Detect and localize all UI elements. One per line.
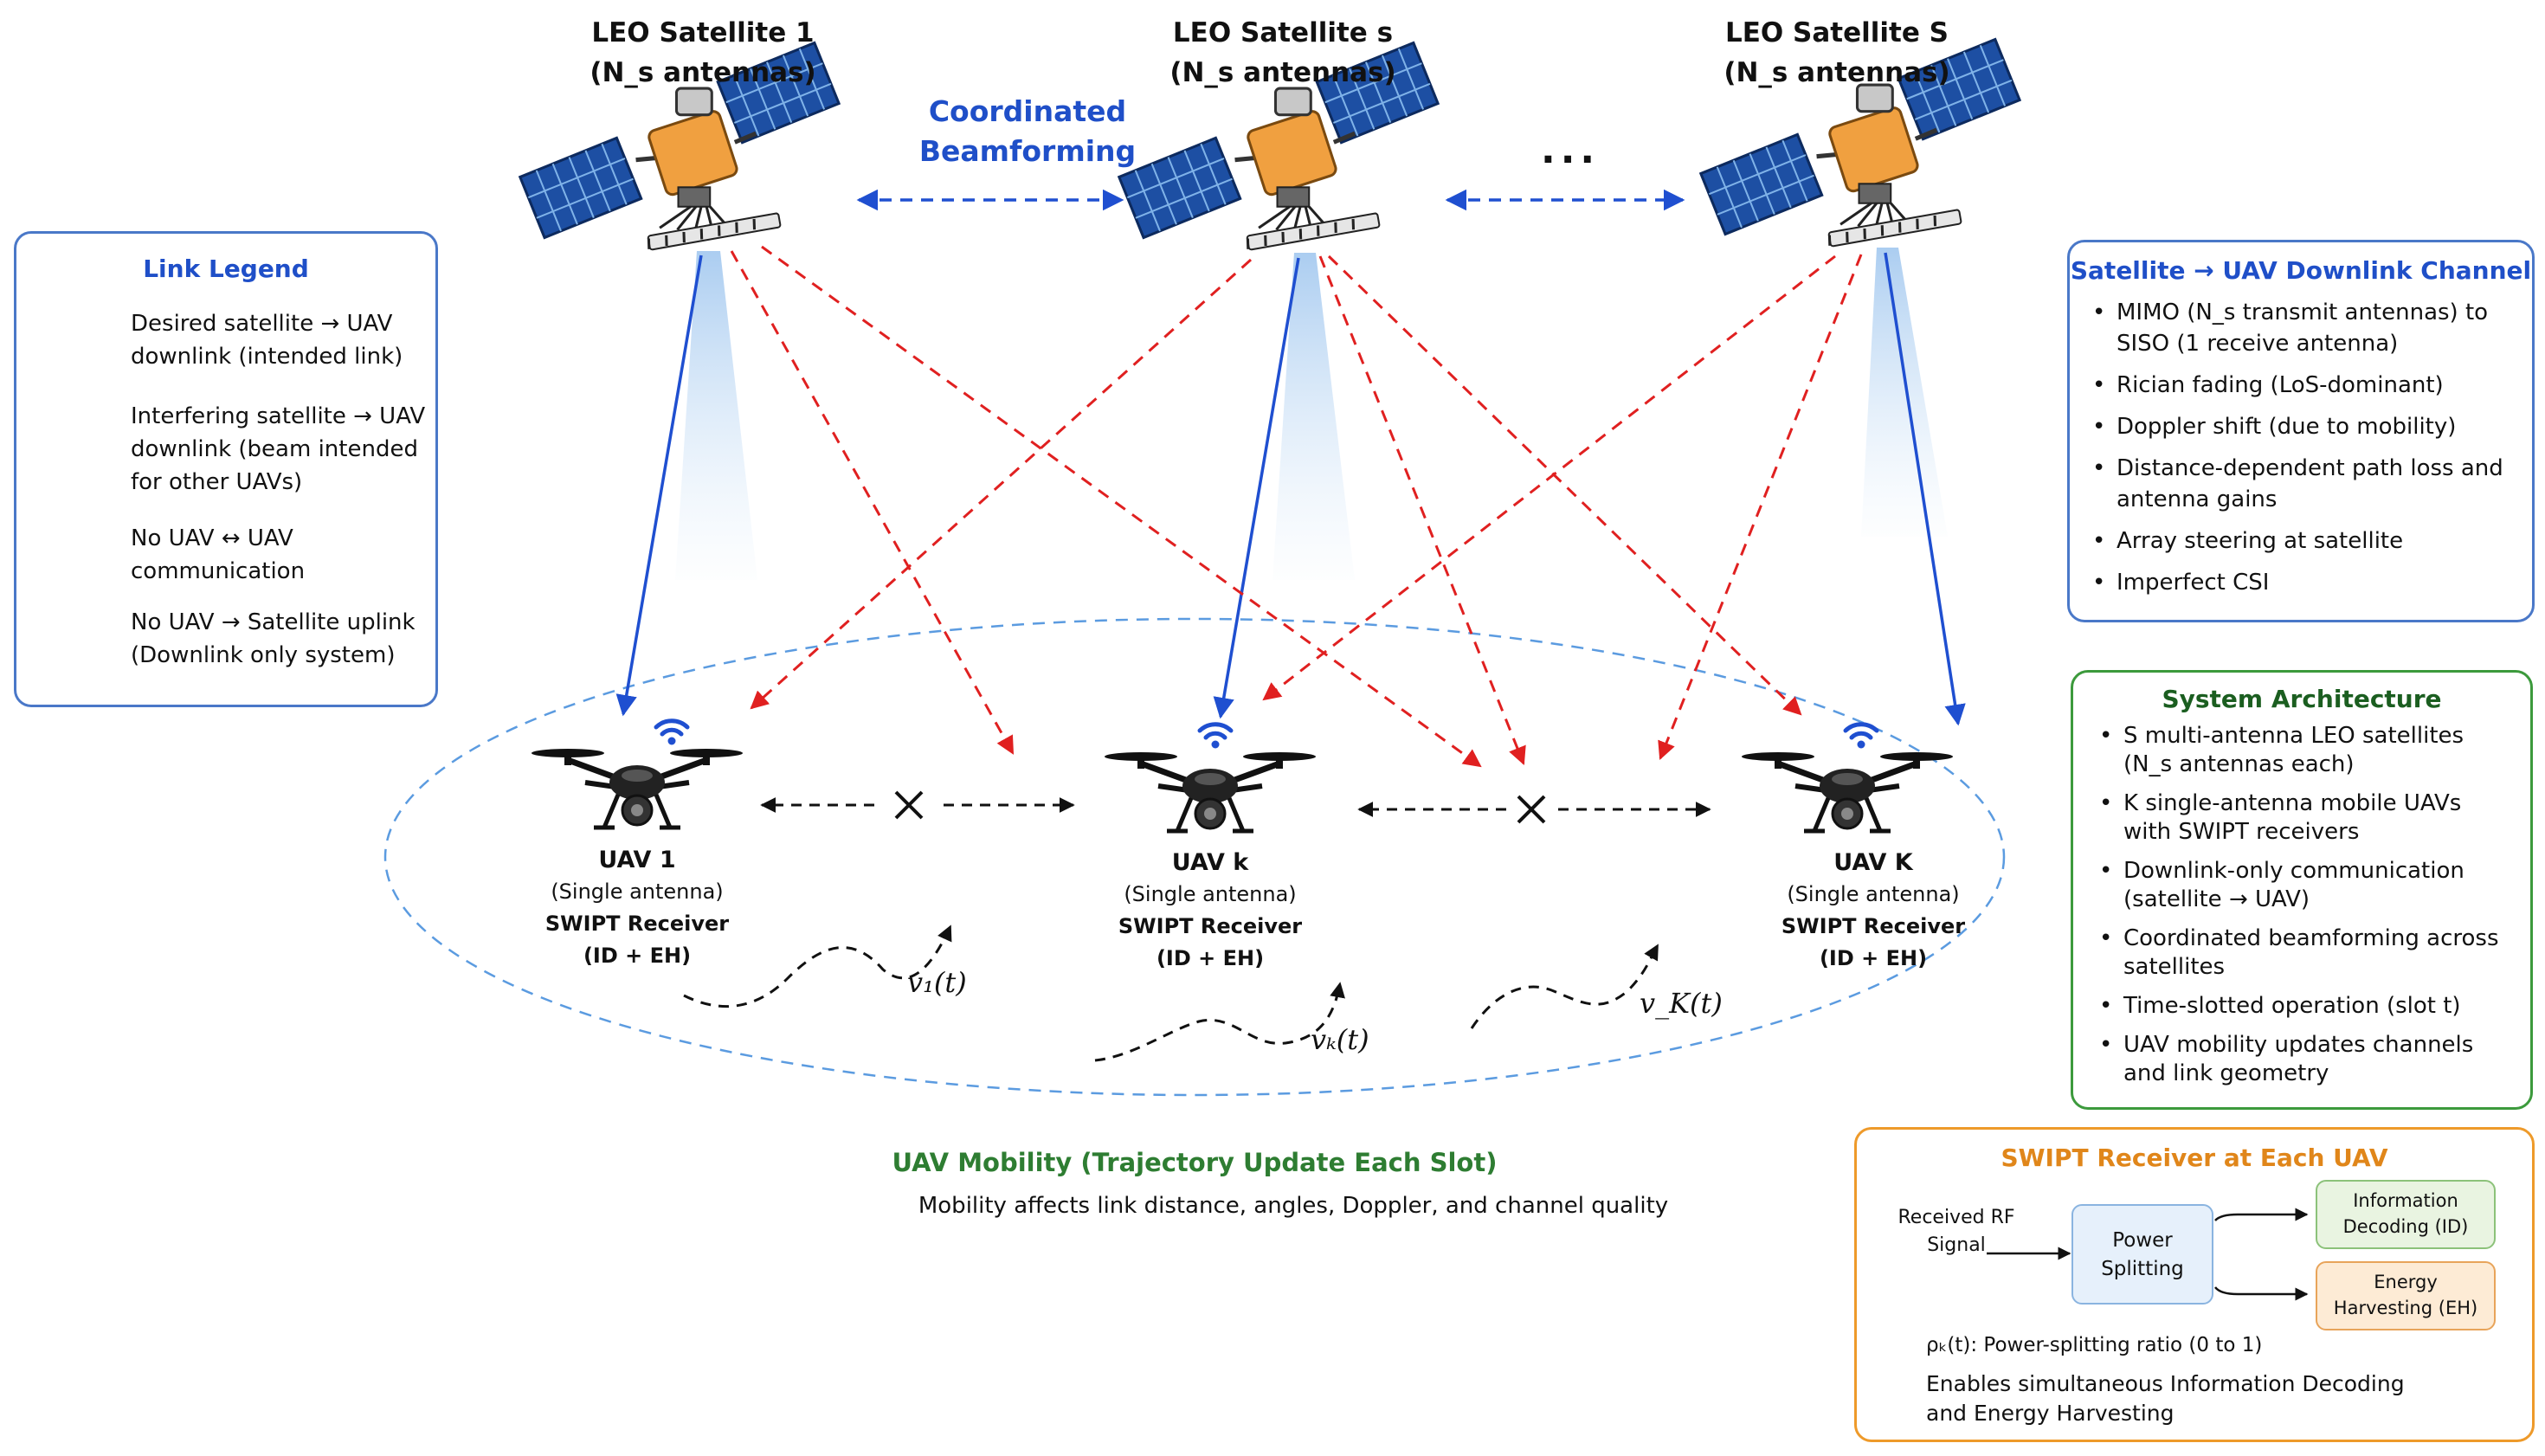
- swipt-flow-arrows: [1987, 1208, 2309, 1301]
- satellite-s-antennas: (N_s antennas): [1169, 57, 1396, 88]
- swipt-note-line1: Enables simultaneous Information Decodin…: [1926, 1371, 2405, 1396]
- beam-cone-1: [675, 251, 757, 580]
- legend-title: Link Legend: [143, 254, 309, 283]
- satellite-S-title: LEO Satellite S (N_s antennas): [1664, 13, 2010, 93]
- satellite-s-name: LEO Satellite s: [1172, 17, 1394, 48]
- channel-item: Imperfect CSI: [2092, 567, 2516, 598]
- coordinated-line1: Coordinated: [928, 94, 1127, 128]
- satellite-s-title: LEO Satellite s (N_s antennas): [1110, 13, 1456, 93]
- uav-1-modes: (ID + EH): [583, 944, 692, 968]
- wifi-icon: [1846, 725, 1877, 749]
- architecture-title: System Architecture: [2162, 685, 2442, 713]
- architecture-item: Coordinated beamforming across satellite…: [2099, 924, 2515, 982]
- swipt-title: SWIPT Receiver at Each UAV: [2001, 1144, 2388, 1172]
- uav-k-label: UAV k (Single antenna) SWIPT Receiver (I…: [1072, 847, 1349, 975]
- uav-k-antenna: (Single antenna): [1124, 882, 1297, 906]
- id-line1: Information: [2353, 1190, 2458, 1211]
- channel-panel: Satellite → UAV Downlink Channel MIMO (N…: [2067, 240, 2535, 622]
- no-uav-link-1: [760, 790, 1075, 820]
- power-splitting-ratio: ρₖ(t): Power-splitting ratio (0 to 1): [1926, 1334, 2263, 1356]
- architecture-panel: System Architecture S multi-antenna LEO …: [2071, 670, 2533, 1110]
- uav-K-modes: (ID + EH): [1819, 946, 1928, 970]
- drone-icon: [532, 749, 743, 828]
- architecture-item: UAV mobility updates channels and link g…: [2099, 1031, 2515, 1088]
- channel-item: Doppler shift (due to mobility): [2092, 411, 2516, 442]
- trajectory-K: [1470, 944, 1659, 1029]
- channel-panel-title: Satellite → UAV Downlink Channel: [2070, 256, 2532, 285]
- uav-K-antenna: (Single antenna): [1787, 882, 1960, 906]
- swipt-input-line1: Received RF: [1897, 1207, 2015, 1228]
- legend-item-no-uplink: No UAV → Satellite uplink (Downlink only…: [131, 609, 416, 668]
- architecture-item: Time-slotted operation (slot t): [2099, 992, 2515, 1021]
- architecture-item: K single-antenna mobile UAVs with SWIPT …: [2099, 789, 2515, 847]
- coordinated-line2: Beamforming: [918, 134, 1137, 168]
- uav-k-name: UAV k: [1171, 849, 1249, 876]
- drone-icon: [1105, 752, 1316, 831]
- information-decoding-box: Information Decoding (ID): [2316, 1180, 2496, 1249]
- eh-line2: Harvesting (EH): [2333, 1298, 2478, 1318]
- desired-link-1: [615, 254, 703, 717]
- beam-cone-s: [1272, 253, 1355, 580]
- power-splitting-line1: Power: [2112, 1229, 2173, 1252]
- mobility-subtitle: Mobility affects link distance, angles, …: [918, 1193, 1669, 1219]
- uav-K-receiver: SWIPT Receiver: [1781, 914, 1966, 938]
- eh-line1: Energy: [2374, 1272, 2438, 1292]
- uav-1-receiver: SWIPT Receiver: [544, 912, 730, 936]
- satellite-1-antennas: (N_s antennas): [590, 57, 816, 88]
- power-splitting-line2: Splitting: [2101, 1258, 2184, 1280]
- uav-1-velocity: v₁(t): [907, 966, 967, 999]
- uav-k-velocity: vₖ(t): [1311, 1023, 1369, 1056]
- swipt-panel: SWIPT Receiver at Each UAV Received RF S…: [1854, 1127, 2535, 1442]
- swipt-note-line2: and Energy Harvesting: [1926, 1401, 2175, 1426]
- uav-k-modes: (ID + EH): [1156, 946, 1265, 970]
- coordinated-beamforming-label: Coordinated Beamforming: [898, 92, 1157, 171]
- id-line2: Decoding (ID): [2342, 1216, 2469, 1237]
- uav-K-name: UAV K: [1833, 849, 1913, 876]
- drone-icon: [1742, 752, 1953, 831]
- channel-item: MIMO (N_s transmit antennas) to SISO (1 …: [2092, 297, 2516, 359]
- swipt-input-label: Received RF Signal: [1883, 1204, 2030, 1260]
- satellite-1-name: LEO Satellite 1: [591, 17, 815, 48]
- legend-item-interfering: Interfering satellite → UAV downlink (be…: [131, 403, 426, 495]
- channel-item: Array steering at satellite: [2092, 525, 2516, 557]
- wifi-icon: [656, 721, 687, 745]
- legend-item-no-uav-link: No UAV ↔ UAV communication: [131, 525, 306, 584]
- channel-item: Rician fading (LoS-dominant): [2092, 370, 2516, 401]
- channel-item: Distance-dependent path loss and antenna…: [2092, 453, 2516, 515]
- interfering-links: [730, 245, 1863, 768]
- mobility-region-ellipse: [383, 617, 2006, 1097]
- architecture-item: Downlink-only communication (satellite →…: [2099, 857, 2515, 914]
- uav-1-antenna: (Single antenna): [551, 879, 724, 904]
- wifi-icon: [1200, 725, 1231, 749]
- uav-K-velocity: v_K(t): [1640, 987, 1723, 1020]
- trajectory-k: [1094, 982, 1345, 1062]
- uav-1-label: UAV 1 (Single antenna) SWIPT Receiver (I…: [499, 844, 776, 972]
- legend-panel: Link Legend Desired satellite → UAV down…: [14, 231, 438, 707]
- satellite-1-title: LEO Satellite 1 (N_s antennas): [530, 13, 876, 93]
- trajectory-1: [683, 924, 952, 1008]
- architecture-item: S multi-antenna LEO satellites (N_s ante…: [2099, 722, 2515, 779]
- legend-item-desired: Desired satellite → UAV downlink (intend…: [131, 311, 403, 370]
- no-uav-link-2: [1357, 795, 1711, 824]
- beam-cone-S: [1861, 248, 1948, 537]
- uav-K-label: UAV K (Single antenna) SWIPT Receiver (I…: [1735, 847, 2012, 975]
- channel-list: MIMO (N_s transmit antennas) to SISO (1 …: [2070, 297, 2532, 598]
- satellite-ellipsis: ...: [1541, 128, 1601, 172]
- uav-1-name: UAV 1: [598, 847, 676, 873]
- satellite-S-antennas: (N_s antennas): [1724, 57, 1950, 88]
- energy-harvesting-box: Energy Harvesting (EH): [2316, 1261, 2496, 1330]
- mobility-title: UAV Mobility (Trajectory Update Each Slo…: [892, 1148, 1498, 1177]
- power-splitting-box: Power Splitting: [2071, 1204, 2213, 1305]
- swipt-input-line2: Signal: [1927, 1234, 1986, 1256]
- desired-link-K: [1884, 252, 1966, 726]
- architecture-list: S multi-antenna LEO satellites (N_s ante…: [2073, 722, 2530, 1088]
- swipt-note: Enables simultaneous Information Decodin…: [1926, 1369, 2405, 1428]
- uav-k-receiver: SWIPT Receiver: [1118, 914, 1303, 938]
- desired-link-k: [1213, 257, 1300, 719]
- satellite-S-name: LEO Satellite S: [1724, 17, 1949, 48]
